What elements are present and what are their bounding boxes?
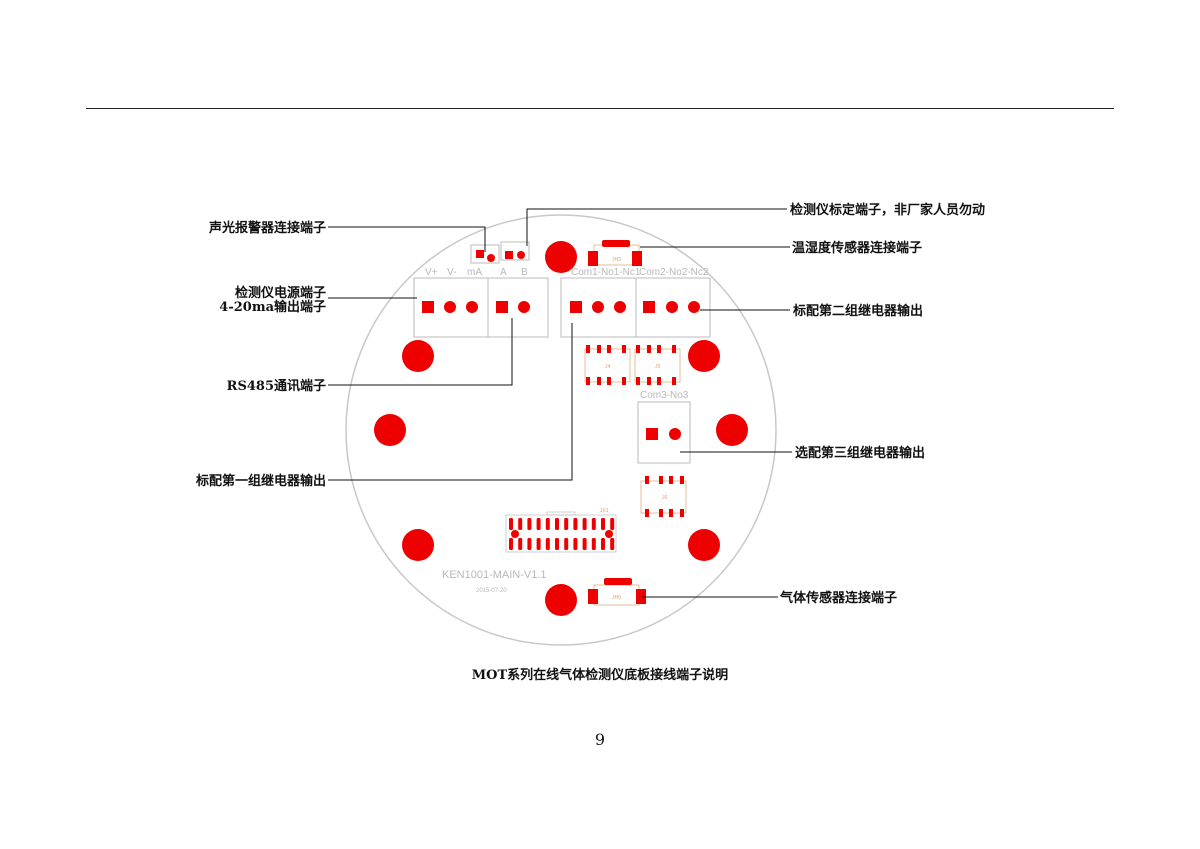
figure-caption: MOT系列在线气体检测仪底板接线端子说明 — [471, 668, 729, 683]
gas-sensor-connector: JH0 — [588, 578, 646, 606]
header-pin — [601, 538, 605, 550]
ref-jh0: JH0 — [612, 595, 621, 601]
label-gas-sensor: 气体传感器连接端子 — [780, 590, 897, 606]
header-hole — [605, 530, 613, 538]
header-pin — [545, 538, 550, 550]
mounting-holes — [374, 241, 748, 616]
ref-j5: J5 — [655, 364, 661, 370]
main-header-jx1: JX1 — [505, 508, 617, 553]
relay-j5: J5 — [634, 345, 681, 385]
board-date: 2015-07-20 — [476, 588, 507, 594]
header-pin — [536, 518, 541, 530]
header-pin — [518, 538, 523, 550]
page-number: 9 — [594, 730, 606, 749]
ref-j6: J6 — [662, 495, 668, 501]
header-pin — [564, 538, 569, 550]
header-pin — [555, 538, 559, 550]
pin-label: V+ — [425, 267, 438, 278]
terminal-blocks — [413, 277, 711, 464]
header-pin — [527, 538, 532, 550]
com2-label: Com2-No2-Nc2 — [639, 267, 709, 278]
ref-jx1: JX1 — [600, 508, 609, 514]
pin-label: B — [521, 267, 528, 278]
label-rs485: RS485通讯端子 — [227, 378, 326, 394]
label-relay3: 选配第三组继电器输出 — [795, 445, 925, 461]
header-pin — [601, 518, 605, 530]
label-420ma-terminal: 4-20ma输出端子 — [219, 299, 326, 315]
com1-label: Com1-No1-Nc1 — [571, 267, 641, 278]
calibration-connector — [500, 241, 530, 261]
pin-label: mA — [467, 267, 482, 278]
header-pin — [518, 518, 523, 530]
label-relay1: 标配第一组继电器输出 — [195, 473, 326, 489]
ref-j4: J4 — [605, 364, 611, 370]
header-pin — [545, 518, 550, 530]
terminal-pads — [422, 301, 700, 440]
header-hole — [511, 530, 519, 538]
label-relay2: 标配第二组继电器输出 — [792, 303, 923, 319]
relay-j4: J4 — [584, 345, 631, 385]
header-pin — [591, 518, 596, 530]
header-pin — [573, 538, 578, 550]
label-humidity-terminal: 温湿度传感器连接端子 — [792, 240, 922, 256]
header-pin — [509, 538, 513, 550]
board-model: KEN1001-MAIN-V1.1 — [442, 569, 547, 581]
header-pin — [564, 518, 569, 530]
pin-label: V- — [447, 267, 456, 278]
label-alarm-terminal: 声光报警器连接端子 — [208, 220, 326, 236]
board-outline — [345, 214, 777, 646]
header-pin — [591, 538, 596, 550]
header-pin — [573, 518, 578, 530]
header-pin — [610, 538, 615, 550]
header-pin — [582, 518, 587, 530]
relay-j6: J6 — [640, 476, 687, 517]
pin-label: A — [500, 267, 507, 278]
header-pin — [536, 538, 541, 550]
label-calibration-terminal: 检测仪标定端子，非厂家人员勿动 — [790, 202, 985, 218]
ref-jh3: JH3 — [612, 257, 621, 263]
com3-label: Com3-No3 — [640, 390, 689, 401]
header-pin — [610, 518, 615, 530]
header-pin — [509, 518, 513, 530]
leader-lines — [328, 208, 792, 598]
header-pin — [555, 518, 559, 530]
humidity-connector: JH3 — [588, 240, 642, 266]
header-rule — [86, 108, 1114, 109]
header-pin — [582, 538, 587, 550]
label-power-terminal: 检测仪电源端子 — [235, 285, 326, 301]
header-pin — [527, 518, 532, 530]
